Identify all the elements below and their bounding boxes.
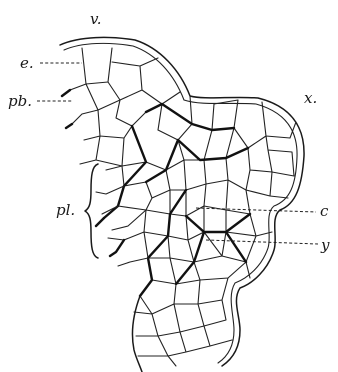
label-c: c (320, 202, 329, 220)
label-pl: pl. (56, 201, 75, 219)
label-y: y (320, 236, 330, 254)
bold-cell-walls (104, 104, 250, 296)
label-pb: pb. (8, 92, 32, 110)
label-x: x. (304, 89, 317, 107)
leader-c (196, 208, 316, 212)
outer-cell-walls (82, 48, 296, 366)
epidermis-outline (60, 37, 304, 366)
label-v: v. (90, 10, 101, 28)
leader-y (206, 240, 318, 244)
pl-brace (85, 164, 98, 258)
lower-stalk-walls (132, 296, 168, 372)
label-e: e. (20, 54, 34, 72)
